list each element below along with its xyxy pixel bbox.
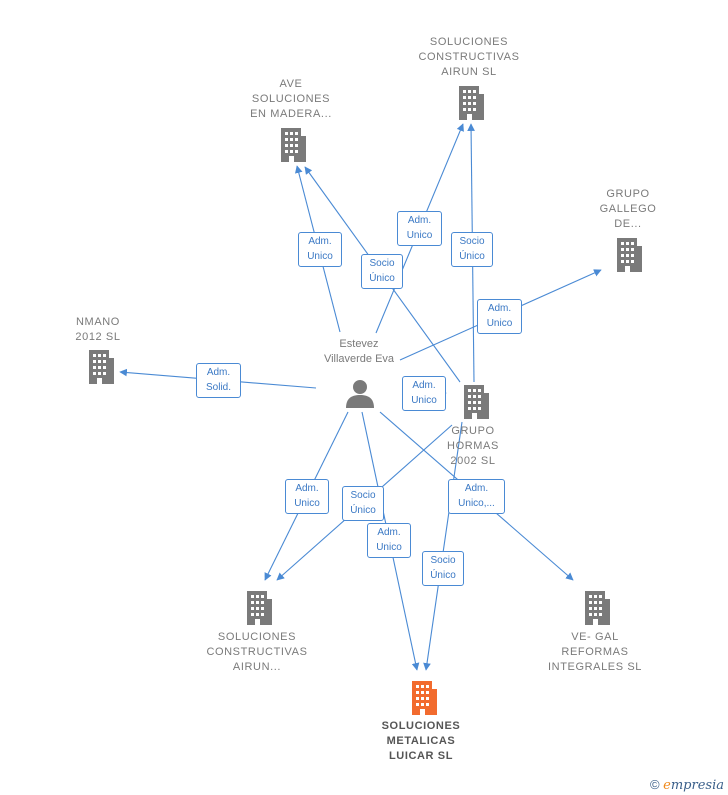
edge-label-socio-airun-bottom: Socio Único — [342, 486, 384, 521]
company-label-gallego: GRUPO GALLEGO DE... — [599, 188, 657, 230]
copyright-symbol: © — [649, 777, 660, 792]
person-icon[interactable] — [344, 378, 376, 408]
company-label-luicar: SOLUCIONES METALICAS LUICAR SL — [381, 720, 461, 762]
edge-label-adm-gallego: Adm. Unico — [477, 299, 522, 334]
edge-label-socio-airun-top: Socio Único — [451, 232, 493, 267]
edge-label-adm-airun-bottom: Adm. Unico — [285, 479, 329, 514]
edge-label-adm-vegal: Adm. Unico,... — [448, 479, 505, 514]
building-icon[interactable] — [244, 591, 274, 630]
building-icon[interactable] — [86, 350, 116, 389]
company-label-airun-bottom: SOLUCIONES CONSTRUCTIVAS AIRUN... — [206, 631, 308, 673]
edge-label-socio-luicar: Socio Único — [422, 551, 464, 586]
edge-label-adm-luicar: Adm. Unico — [367, 523, 411, 558]
building-icon[interactable] — [614, 238, 644, 277]
building-icon[interactable] — [582, 591, 612, 630]
brand-e: e — [663, 778, 671, 793]
company-label-hormas: GRUPO HORMAS 2002 SL — [447, 425, 499, 467]
building-icon[interactable] — [456, 86, 486, 125]
company-label-nmano: NMANO 2012 SL — [75, 316, 121, 343]
edge-label-adm-airun-top: Adm. Unico — [397, 211, 442, 246]
company-label-airun-top: SOLUCIONES CONSTRUCTIVAS AIRUN SL — [418, 36, 520, 78]
edge-label-adm-hormas: Adm. Unico — [402, 376, 446, 411]
person-name: Estevez Villaverde Eva — [323, 338, 395, 365]
edge-label-adm-nmano: Adm. Solid. — [196, 363, 241, 398]
edge-label-adm-ave: Adm. Unico — [298, 232, 342, 267]
company-label-vegal: VE- GAL REFORMAS INTEGRALES SL — [548, 631, 642, 673]
building-icon[interactable] — [278, 128, 308, 167]
edge-socio-luicar — [423, 421, 463, 671]
building-icon[interactable] — [409, 681, 439, 720]
building-icon[interactable] — [461, 385, 491, 424]
company-label-ave: AVE SOLUCIONES EN MADERA... — [250, 78, 332, 120]
edge-label-socio-ave: Socio Único — [361, 254, 403, 289]
brand-name: mpresia — [670, 778, 724, 793]
empresia-watermark: © empresia — [650, 777, 724, 793]
